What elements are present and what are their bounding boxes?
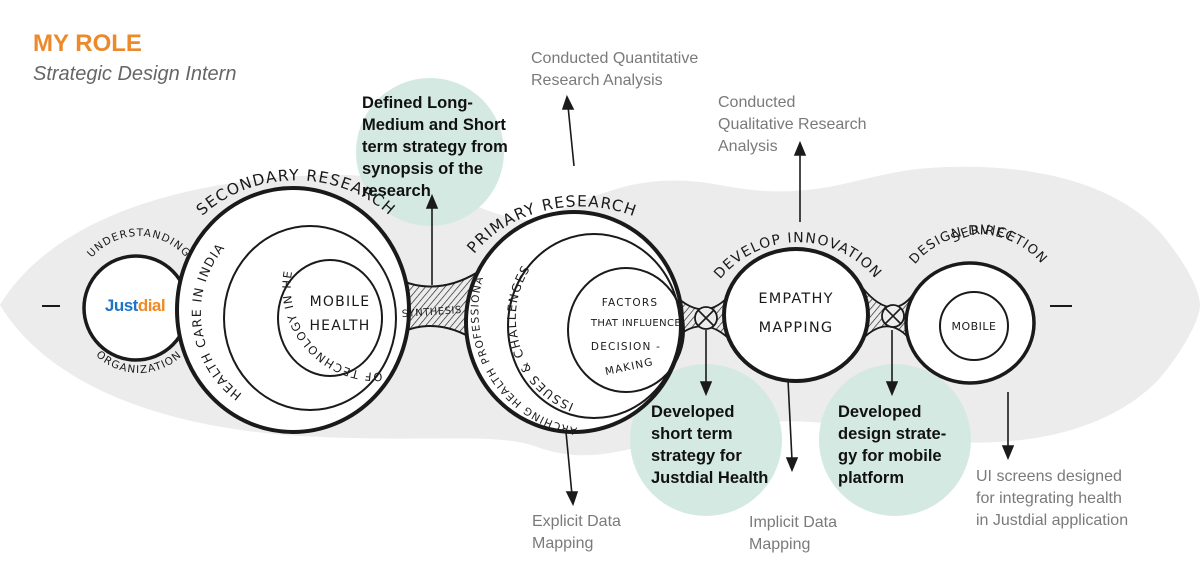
highlight-strategy-line-4: synopsis of the [362,160,484,178]
note-qual-line-1: Conducted [718,94,796,111]
service-circle [939,291,1009,361]
primary-research-inner [567,267,685,393]
highlight-short-term-line-1: Developed [651,403,735,421]
highlight-strategy: Defined Long- Medium and Short term stra… [362,92,508,202]
arrow-implicit-down-head [785,457,799,473]
strategy-bubble [356,78,504,226]
arrow-qual-up-head [793,140,807,156]
secondary-research-inner [277,259,383,377]
knot-1-cross [697,309,715,327]
arrow-ui-down-head [1001,445,1015,461]
primary-research-outer [464,210,684,434]
short-term-bubble [630,364,782,516]
secondary-research-mid [223,225,397,411]
arrow-quant-up [567,105,575,167]
label-synthesis: SYNTHESIS [401,305,462,320]
note-explicit-line-2: Mapping [532,535,594,552]
highlight-strategy-line-5: research [362,182,431,200]
note-implicit-line-2: Mapping [749,536,811,553]
label-factors-2: THAT INFLUENCE [590,318,681,329]
note-ui-screens: UI screens designed for integrating heal… [976,466,1128,532]
note-quant-line-2: Research Analysis [531,72,663,89]
arrow-design-down-head [885,381,899,397]
develop-innovation-circle [722,247,870,383]
highlight-design-line-2: design strate- [838,425,947,443]
label-factors-3: DECISION - [591,341,661,353]
highlight-short-term-line-2: short term [651,425,733,443]
label-factors-1: FACTORS [602,297,658,309]
label-mobile: MOBILE [951,320,996,333]
arrow-quant-up-head [561,94,575,110]
note-ui-line-3: in Justdial application [976,512,1129,529]
label-mobile-health-1: MOBILE [310,294,371,310]
note-qual-line-3: Analysis [718,138,778,155]
highlight-strategy-line-2: Medium and Short [362,116,506,134]
note-ui-line-2: for integrating health [976,490,1122,507]
arrow-shortterm-down-head [699,381,713,397]
note-qual: Conducted Qualitative Research Analysis [718,92,867,158]
svg-text:SERVICE: SERVICE [949,223,1019,246]
label-mobile-health-2: HEALTH [309,318,370,334]
label-empathy-2: MAPPING [759,320,834,336]
knot-2-cross [884,307,902,325]
note-explicit-line-1: Explicit Data [532,513,621,530]
design-strategy-bubble [819,364,971,516]
highlight-design-line-4: platform [838,469,904,487]
arrow-synthesis-up-head [425,193,439,209]
highlight-design-line-3: gy for mobile [838,447,942,465]
highlight-short-term: Developed short term strategy for Justdi… [651,401,768,489]
note-quant-line-1: Conducted Quantitative [531,50,699,67]
page-title: MY ROLE [33,30,142,57]
arrow-explicit-down [565,431,573,496]
highlight-short-term-line-3: strategy for [651,447,742,465]
arrow-explicit-down-head [565,491,579,507]
label-service: SERVICE [949,223,1018,246]
note-implicit-line-1: Implicit Data [749,514,838,531]
primary-research-mid [507,233,681,419]
logo-part-just: Just [105,296,139,315]
label-empathy-1: EMPATHY [758,291,833,307]
note-ui-line-1: UI screens designed [976,468,1122,485]
note-quant: Conducted Quantitative Research Analysis [531,48,698,92]
highlight-design-line-1: Developed [838,403,922,421]
arrow-implicit-down [787,379,793,461]
note-qual-line-2: Qualitative Research [718,116,867,133]
highlight-strategy-line-3: term strategy from [362,138,508,156]
note-implicit: Implicit Data Mapping [749,512,837,556]
highlight-strategy-line-1: Defined Long- [362,94,473,112]
design-direction-circle [904,261,1036,385]
highlight-design-strategy: Developed design strate- gy for mobile p… [838,401,946,489]
highlight-short-term-line-4: Justdial Health [651,469,769,487]
logo-part-dial: dial [138,296,165,315]
justdial-logo: Justdial [105,296,165,315]
page-subtitle: Strategic Design Intern [33,63,237,85]
note-explicit: Explicit Data Mapping [532,511,621,555]
